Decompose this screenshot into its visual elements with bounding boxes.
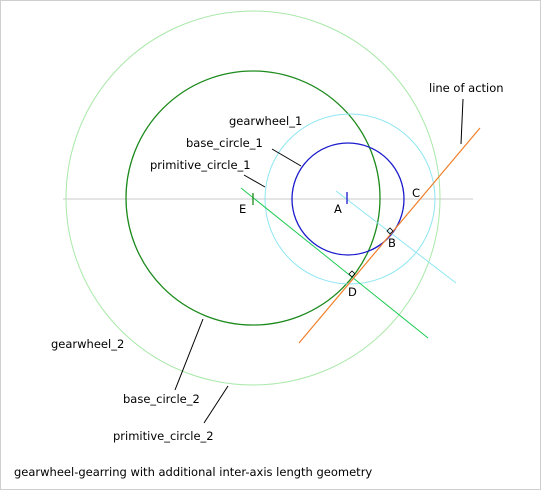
leader-primitive-circle-1 [243, 174, 266, 188]
primitive-circle-1 [264, 113, 436, 285]
primitive-circle-2 [65, 10, 441, 386]
point-label-d: D [348, 285, 357, 299]
label-primitive-circle-1: primitive_circle_1 [150, 158, 251, 172]
base-circle-1 [291, 142, 405, 256]
label-line-of-action: line of action [429, 81, 504, 95]
inter-axis-line [240, 187, 429, 339]
leader-base-circle-2 [174, 318, 204, 391]
base-circle-2 [125, 70, 381, 326]
leader-base-circle-1 [271, 148, 302, 167]
point-label-a: A [334, 202, 342, 216]
right-angle-marker-b [386, 227, 394, 235]
label-gearwheel-1: gearwheel_1 [229, 114, 302, 128]
point-label-c: C [412, 186, 420, 200]
radius-line-1 [335, 190, 457, 284]
label-primitive-circle-2: primitive_circle_2 [113, 429, 214, 443]
label-base-circle-1: base_circle_1 [186, 136, 263, 150]
leader-primitive-circle-2 [203, 385, 229, 424]
label-gearwheel-2: gearwheel_2 [51, 337, 124, 351]
right-angle-marker-d [348, 270, 356, 278]
diagram-caption: gearwheel-gearring with additional inter… [14, 465, 372, 479]
line-of-action [298, 127, 481, 344]
leader-line-of-action [460, 98, 464, 145]
label-base-circle-2: base_circle_2 [123, 392, 200, 406]
point-label-e: E [239, 202, 246, 216]
point-label-b: B [388, 236, 396, 250]
